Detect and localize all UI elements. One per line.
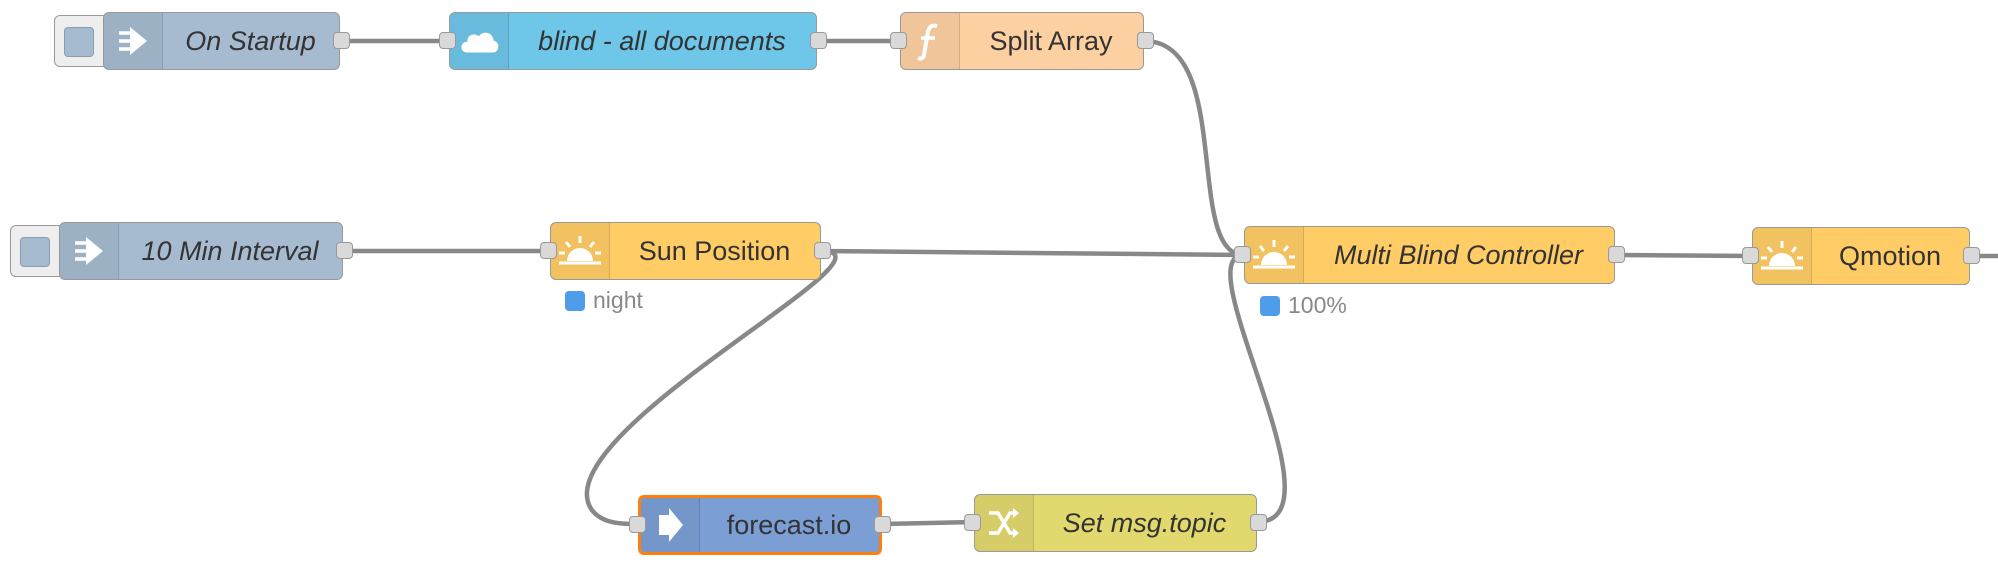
node-label: Set msg.topic bbox=[1062, 507, 1227, 538]
sunrise-icon bbox=[551, 223, 610, 279]
wire-set-topic-to-multi-blind[interactable] bbox=[1228, 252, 1287, 525]
link-arrow-icon bbox=[641, 498, 700, 552]
output-port[interactable] bbox=[1608, 246, 1625, 263]
node-label: Split Array bbox=[989, 25, 1113, 56]
output-port[interactable] bbox=[814, 242, 831, 259]
node-label: Sun Position bbox=[638, 235, 791, 266]
node-label: 10 Min Interval bbox=[141, 235, 319, 266]
node-sun-position[interactable]: Sun Position bbox=[540, 222, 831, 280]
wire-split-array-to-multi-blind[interactable] bbox=[1143, 38, 1245, 258]
input-port[interactable] bbox=[629, 516, 646, 533]
output-port[interactable] bbox=[336, 242, 353, 259]
inject-arrow-icon bbox=[60, 223, 119, 279]
output-port[interactable] bbox=[874, 516, 891, 533]
node-on-startup[interactable]: On Startup bbox=[103, 12, 350, 70]
inject-button-square bbox=[20, 237, 50, 267]
node-qmotion[interactable]: Qmotion bbox=[1742, 227, 1980, 285]
sunrise-icon bbox=[1245, 227, 1304, 283]
wire-sun-position-to-multi-blind[interactable] bbox=[820, 248, 1245, 258]
node-status-sun-position: night bbox=[565, 287, 643, 314]
node-blind-all-documents[interactable]: blind - all documents bbox=[439, 12, 827, 70]
node-label: blind - all documents bbox=[538, 25, 786, 56]
input-port[interactable] bbox=[964, 514, 981, 531]
wire-sun-position-to-forecast[interactable] bbox=[584, 248, 838, 527]
cloud-icon bbox=[450, 13, 509, 69]
output-port[interactable] bbox=[1963, 247, 1980, 264]
function-icon bbox=[901, 13, 960, 69]
wire-multi-blind-to-qmotion[interactable] bbox=[1614, 252, 1753, 259]
output-port[interactable] bbox=[1250, 514, 1267, 531]
status-dot bbox=[565, 290, 585, 311]
output-port[interactable] bbox=[810, 32, 827, 49]
node-label: Multi Blind Controller bbox=[1333, 239, 1584, 270]
input-port[interactable] bbox=[890, 32, 907, 49]
shuffle-icon bbox=[975, 495, 1034, 551]
node-forecast-io[interactable]: forecast.io bbox=[629, 495, 891, 555]
node-set-msg-topic[interactable]: Set msg.topic bbox=[964, 494, 1267, 552]
input-port[interactable] bbox=[1742, 247, 1759, 264]
status-text: 100% bbox=[1288, 292, 1347, 318]
node-label: Qmotion bbox=[1838, 240, 1942, 271]
input-port[interactable] bbox=[540, 242, 557, 259]
inject-button-on-startup[interactable] bbox=[54, 15, 108, 67]
input-port[interactable] bbox=[439, 32, 456, 49]
status-dot bbox=[1260, 295, 1280, 316]
output-port[interactable] bbox=[1137, 32, 1154, 49]
node-multi-blind-controller[interactable]: Multi Blind Controller bbox=[1234, 226, 1625, 284]
wire-forecast-to-set-topic[interactable] bbox=[881, 519, 975, 527]
node-split-array[interactable]: Split Array bbox=[890, 12, 1154, 70]
status-text: night bbox=[593, 287, 643, 313]
inject-arrow-icon bbox=[104, 13, 163, 69]
sunrise-icon bbox=[1753, 228, 1812, 284]
input-port[interactable] bbox=[1234, 246, 1251, 263]
node-status-multi-blind-controller: 100% bbox=[1260, 292, 1347, 319]
output-port[interactable] bbox=[333, 32, 350, 49]
node-label: forecast.io bbox=[726, 509, 852, 540]
inject-button-square bbox=[64, 27, 94, 57]
node-label: On Startup bbox=[185, 25, 316, 56]
node-10-min-interval[interactable]: 10 Min Interval bbox=[59, 222, 353, 280]
inject-button-10-min-interval[interactable] bbox=[10, 225, 64, 277]
